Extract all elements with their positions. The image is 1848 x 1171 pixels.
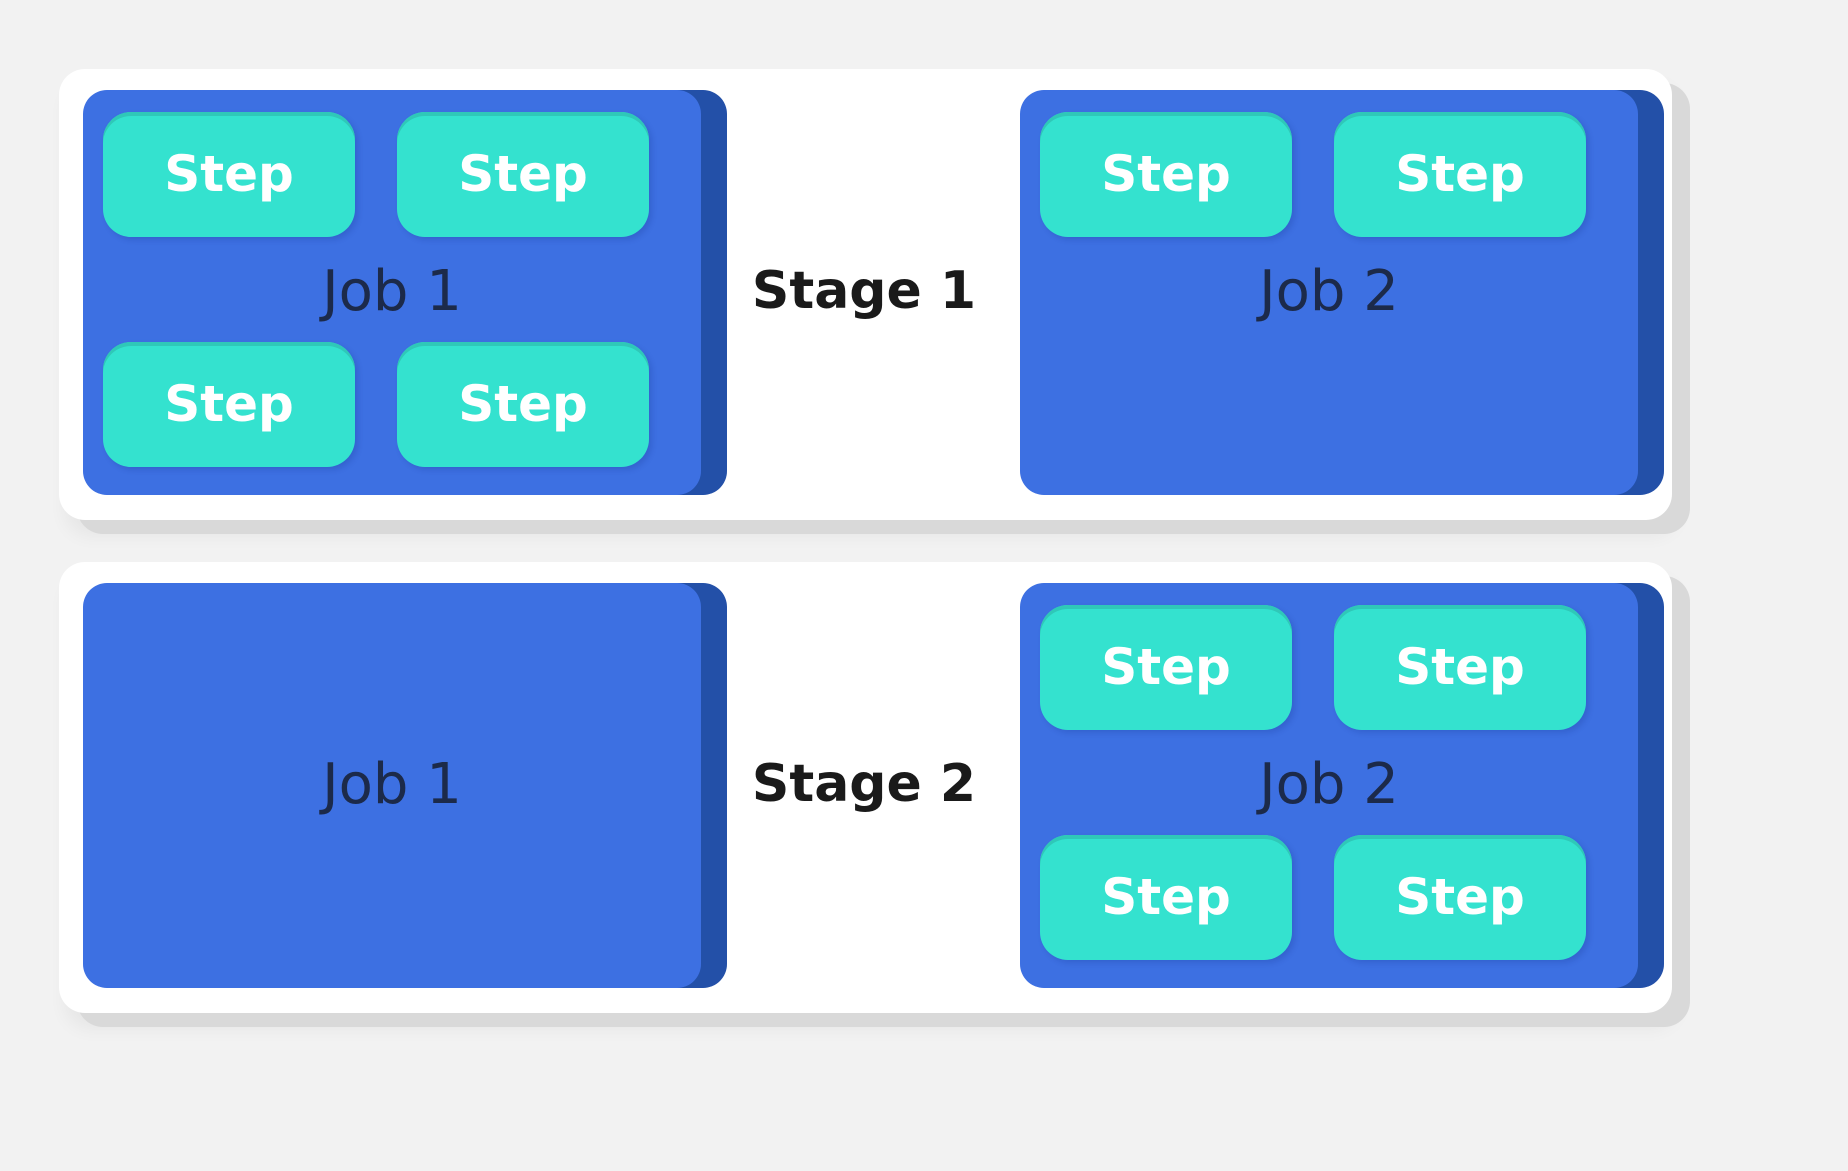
- step-box: Step: [1040, 112, 1292, 237]
- stage-1-job-2: Step Step Job 2: [1020, 90, 1638, 495]
- job-label: Job 2: [1259, 752, 1399, 817]
- step-box: Step: [397, 342, 649, 467]
- stage-label: Stage 2: [751, 754, 977, 814]
- step-box: Step: [1334, 112, 1586, 237]
- job-label: Job 2: [1259, 259, 1399, 324]
- stage-2-job-1: Job 1: [83, 583, 701, 988]
- stage-2-job-2: Step Step Job 2 Step Step: [1020, 583, 1638, 988]
- stage-label: Stage 1: [751, 261, 977, 321]
- stage-2-panel: Job 1 Stage 2 Step Step Job 2 Step Step: [59, 562, 1672, 1013]
- stage-1-job-1: Step Step Job 1 Step Step: [83, 90, 701, 495]
- step-box: Step: [1334, 835, 1586, 960]
- step-box: Step: [103, 342, 355, 467]
- stage-1-panel: Step Step Job 1 Step Step Stage 1 Step S…: [59, 69, 1672, 520]
- step-box: Step: [1040, 835, 1292, 960]
- step-box: Step: [1334, 605, 1586, 730]
- job-label: Job 1: [322, 752, 462, 817]
- step-box: Step: [1040, 605, 1292, 730]
- step-box: Step: [103, 112, 355, 237]
- step-box: Step: [397, 112, 649, 237]
- job-label: Job 1: [322, 259, 462, 324]
